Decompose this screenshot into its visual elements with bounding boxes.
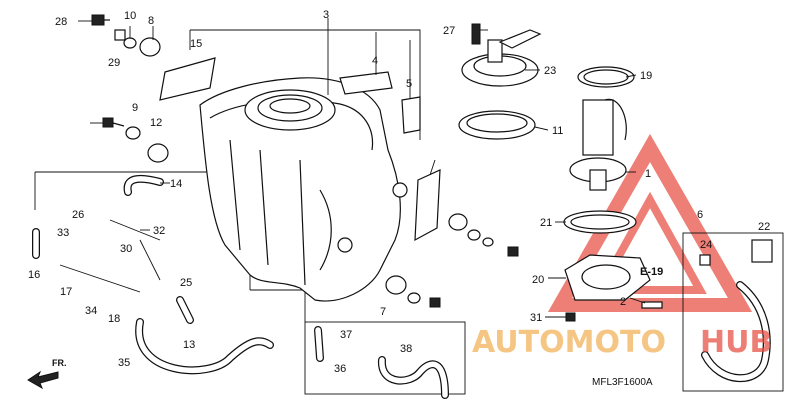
fasteners bbox=[91, 14, 773, 322]
watermark-text: AUTOMOTO HUB bbox=[472, 325, 772, 360]
part-label: 33 bbox=[57, 227, 69, 239]
fuel-cap-assembly bbox=[461, 23, 542, 87]
part-label: 31 bbox=[530, 312, 542, 324]
part-label: 35 bbox=[118, 357, 130, 369]
part-label: 11 bbox=[552, 125, 563, 137]
leader-lines bbox=[78, 18, 646, 318]
callout-e19: E-19 bbox=[640, 266, 663, 278]
part-label: 15 bbox=[190, 38, 202, 50]
part-label: 17 bbox=[60, 286, 72, 298]
part-label: 22 bbox=[758, 221, 770, 233]
part-labels: 1 2 3 4 5 6 7 8 9 10 11 12 13 14 15 16 1… bbox=[28, 9, 770, 375]
part-label: 4 bbox=[372, 55, 378, 67]
part-label: 23 bbox=[544, 65, 556, 77]
part-label: 29 bbox=[108, 57, 120, 69]
part-label: 12 bbox=[150, 117, 162, 129]
part-label: 20 bbox=[532, 274, 544, 286]
part-label: 21 bbox=[540, 217, 552, 229]
hoses bbox=[32, 174, 771, 399]
part-label: 6 bbox=[697, 209, 703, 221]
part-label: 3 bbox=[323, 9, 329, 21]
part-label: 19 bbox=[640, 70, 652, 82]
part-label: 2 bbox=[620, 296, 626, 308]
watermark-text-hub: HUB bbox=[700, 325, 772, 360]
part-label: 14 bbox=[170, 178, 182, 190]
part-label: 34 bbox=[85, 305, 97, 317]
fuel-tank-body bbox=[199, 77, 408, 302]
part-label: 18 bbox=[108, 313, 120, 325]
part-label: 24 bbox=[700, 239, 712, 251]
part-label: 27 bbox=[443, 25, 455, 37]
watermark-text-automoto: AUTOMOTO bbox=[472, 325, 666, 360]
reference-code: MFL3F1600A bbox=[592, 377, 653, 388]
part-label: 7 bbox=[380, 306, 386, 318]
part-label: 10 bbox=[124, 10, 136, 22]
part-label: 13 bbox=[183, 339, 195, 351]
part-label: 5 bbox=[406, 78, 412, 90]
part-label: 38 bbox=[400, 343, 412, 355]
part-label: 9 bbox=[132, 102, 138, 114]
part-label: 8 bbox=[148, 15, 154, 27]
part-label: 16 bbox=[28, 269, 40, 281]
part-label: 36 bbox=[334, 363, 346, 375]
part-label: 28 bbox=[55, 16, 67, 28]
part-label: 30 bbox=[120, 243, 132, 255]
part-label: 26 bbox=[72, 209, 84, 221]
part-label: 32 bbox=[153, 225, 165, 237]
fuel-pump-unit bbox=[569, 98, 627, 191]
front-direction-arrow: FR. bbox=[27, 358, 67, 390]
part-label: 37 bbox=[340, 329, 352, 341]
pump-set-plate bbox=[564, 254, 651, 301]
tank-pads bbox=[159, 57, 441, 242]
part-label: 25 bbox=[180, 277, 192, 289]
part-label: 1 bbox=[645, 168, 651, 180]
front-label: FR. bbox=[52, 358, 67, 368]
